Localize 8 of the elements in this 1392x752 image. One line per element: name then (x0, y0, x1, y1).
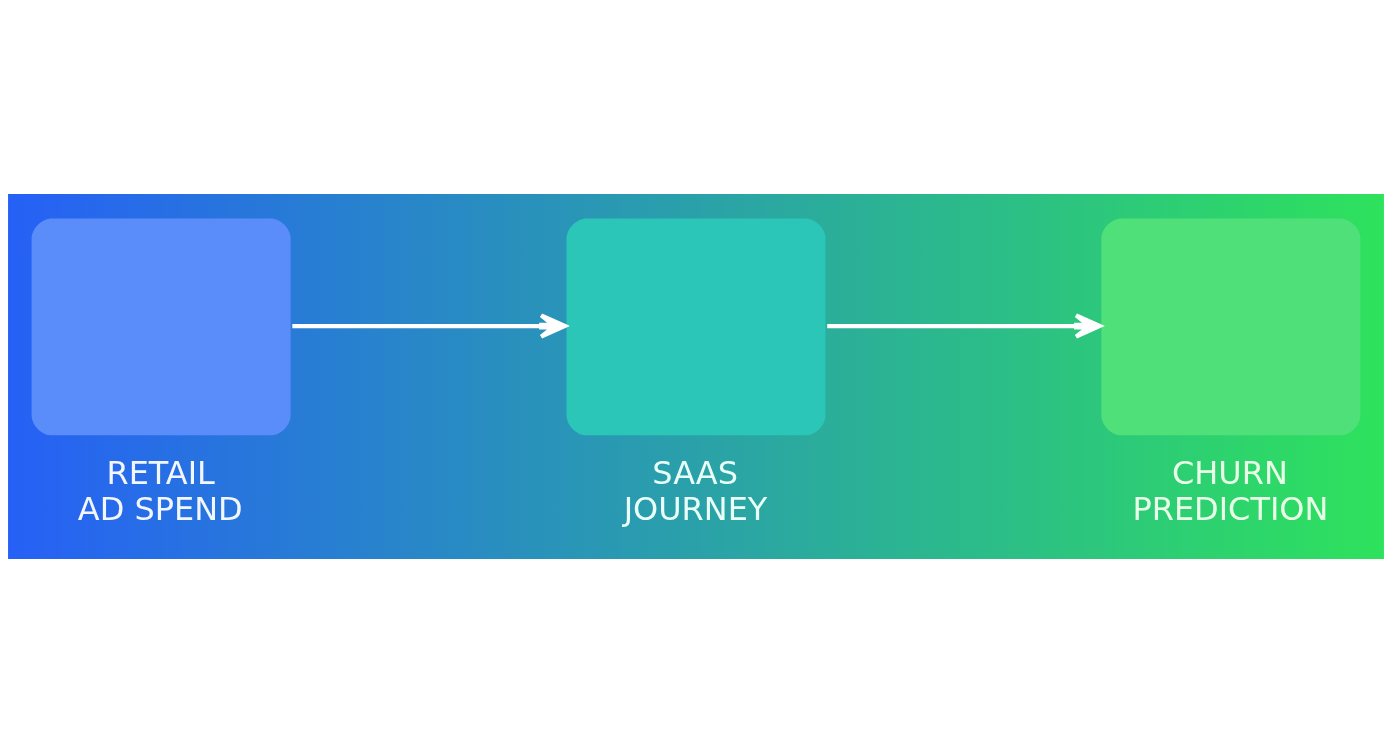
node-box (566, 217, 826, 435)
node-label: SAAS JOURNEY (623, 453, 768, 528)
arrow (292, 312, 567, 339)
node-label: CHURN PREDICTION (1132, 453, 1329, 528)
arrow (827, 312, 1102, 339)
node-box (31, 217, 291, 435)
node-label: RETAIL AD SPEND (77, 453, 243, 528)
node-box (1101, 217, 1361, 435)
